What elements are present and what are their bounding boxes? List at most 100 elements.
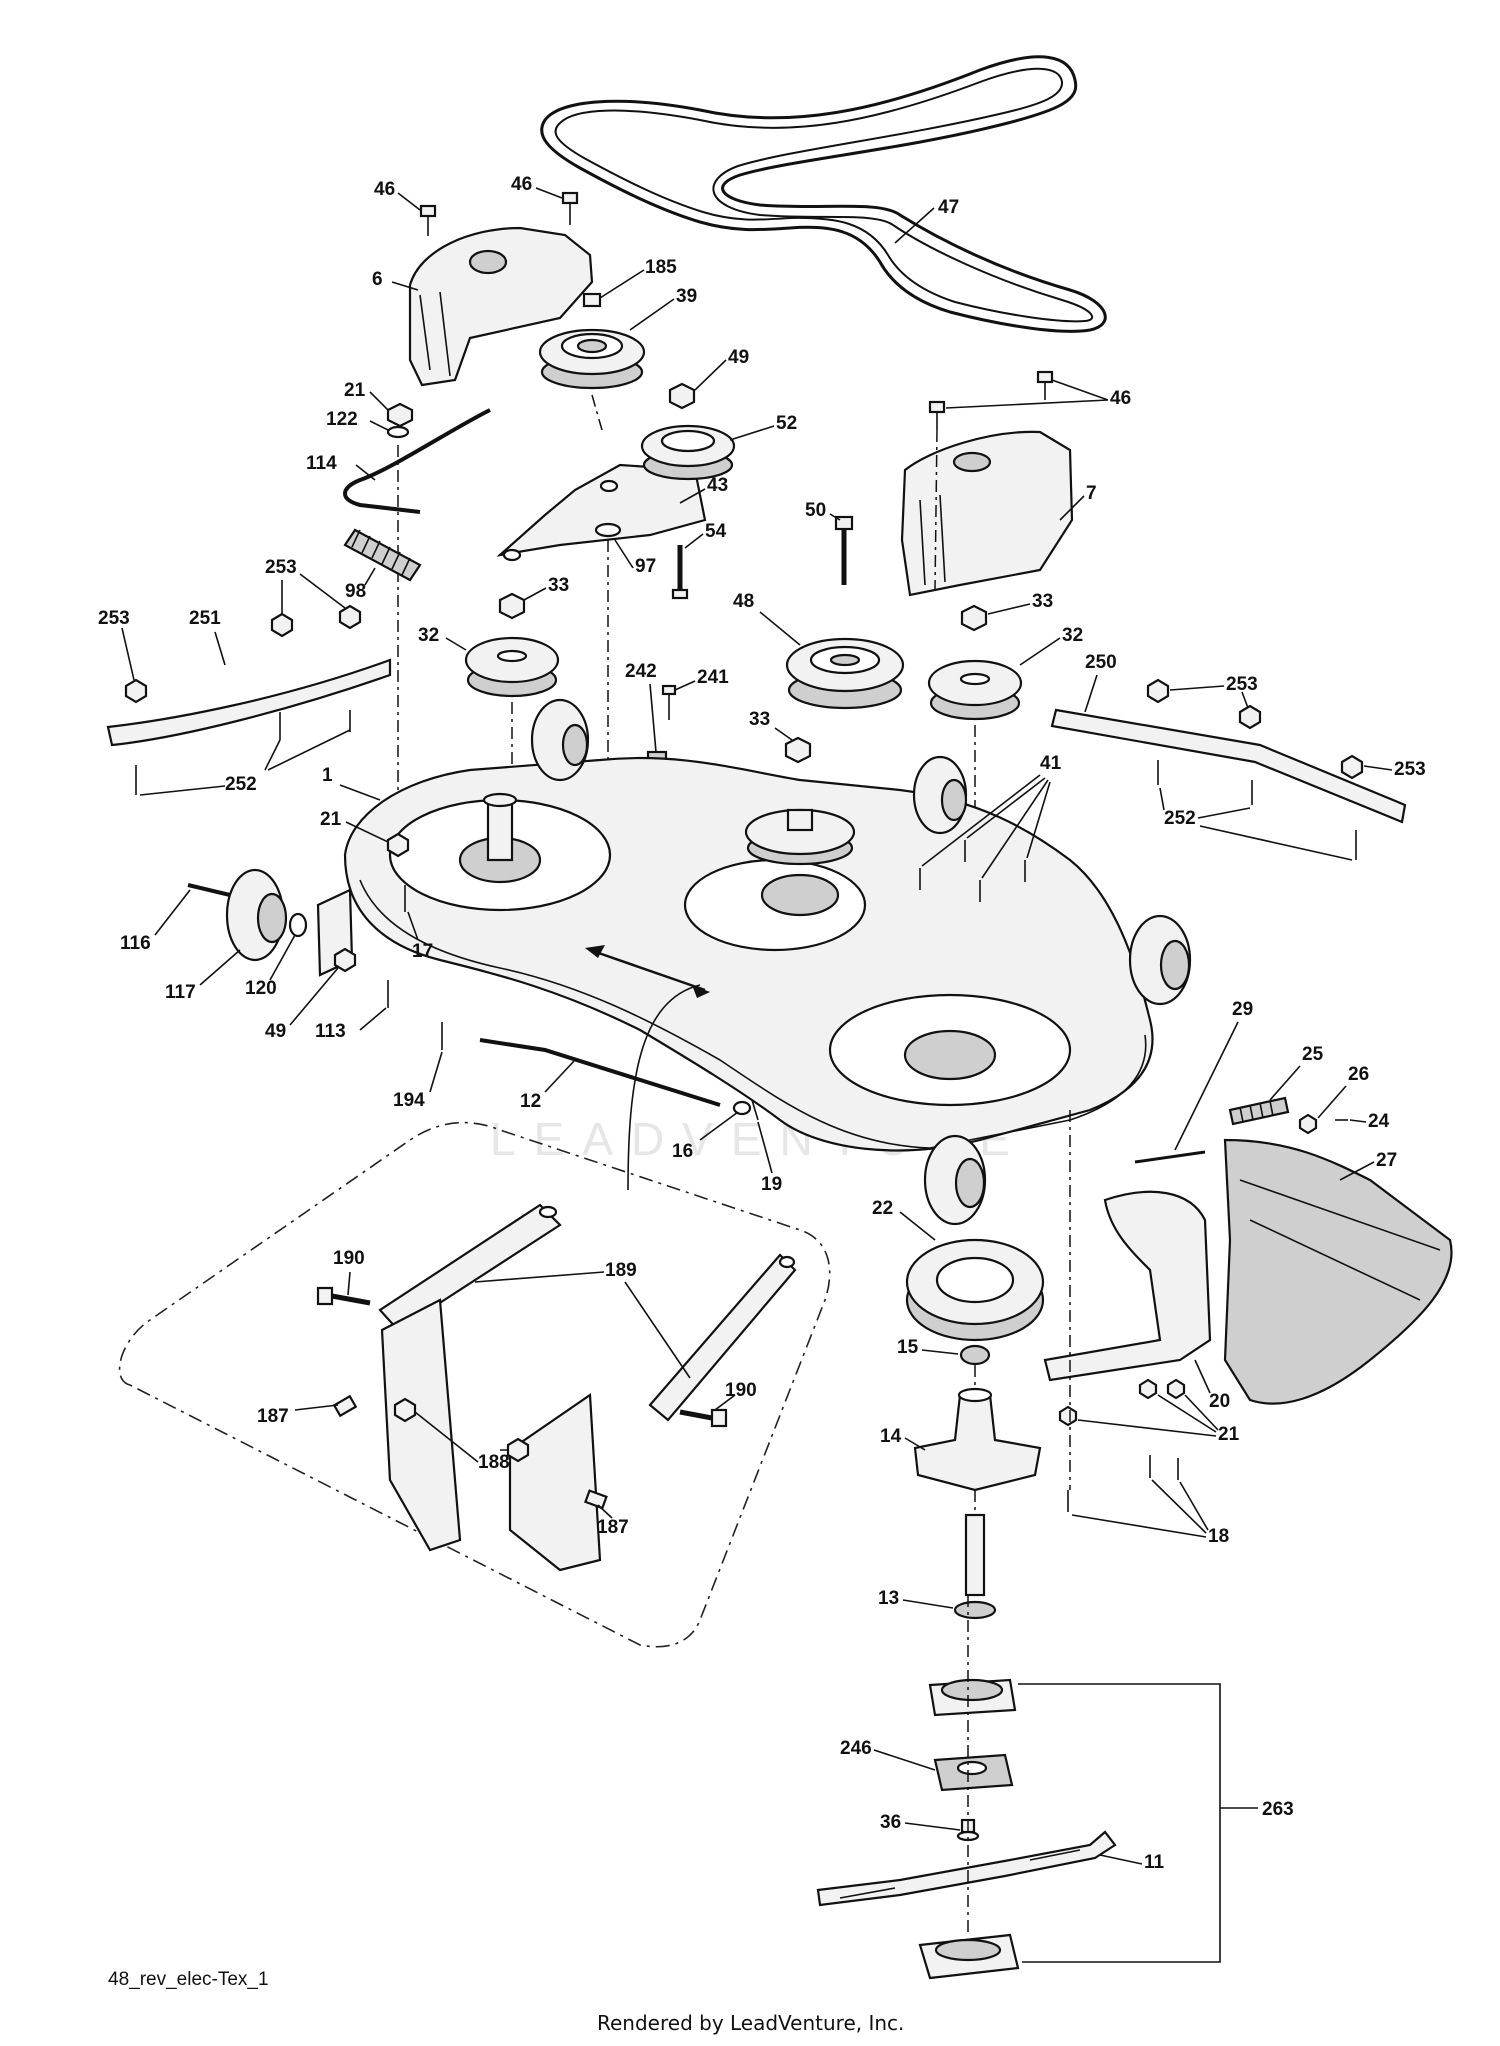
bolt-50[interactable]	[834, 515, 854, 585]
label-116: 116	[120, 933, 151, 954]
spindle-plate-22[interactable]	[905, 1238, 1045, 1342]
washer-97[interactable]	[594, 522, 622, 538]
clip-19[interactable]	[751, 1099, 759, 1121]
nut-49-lower[interactable]	[333, 947, 357, 973]
label-242: 242	[625, 661, 657, 682]
label-1: 1	[322, 765, 333, 786]
bolt-116[interactable]	[187, 883, 231, 897]
label-21-deck: 21	[320, 809, 342, 830]
gauge-wheel-117[interactable]	[225, 868, 288, 962]
nut-33-right[interactable]	[960, 604, 988, 632]
bolt-190-left[interactable]	[316, 1286, 371, 1306]
label-54: 54	[705, 521, 727, 542]
bolt-252-right[interactable]	[1157, 760, 1357, 860]
nut-33-center[interactable]	[784, 736, 812, 764]
deflector-arm-189-right[interactable]	[648, 1253, 797, 1422]
lift-rod-12[interactable]	[479, 1038, 721, 1107]
deck-spindle-left[interactable]	[482, 792, 518, 862]
nut-26[interactable]	[1298, 1113, 1318, 1135]
deck-wheel-front-center[interactable]	[923, 1134, 987, 1226]
label-250: 250	[1085, 652, 1117, 673]
pulley-32-left[interactable]	[464, 636, 560, 698]
nut-21-upper[interactable]	[386, 402, 414, 428]
idler-pulley-48[interactable]	[785, 637, 905, 710]
baffle-arm-250[interactable]	[1050, 708, 1407, 824]
deck-wheel-rear-right[interactable]	[912, 755, 968, 835]
label-253-left-b: 253	[265, 557, 297, 578]
bolts-41[interactable]	[919, 840, 1026, 902]
spindle-shaft[interactable]	[964, 1513, 986, 1597]
label-7: 7	[1086, 483, 1097, 504]
bolt-46-right-b[interactable]	[1036, 370, 1054, 400]
label-122: 122	[326, 409, 358, 430]
label-13: 13	[878, 1588, 899, 1609]
drive-belt[interactable]	[540, 55, 1107, 333]
nut-253-left-b[interactable]	[270, 612, 294, 638]
nut-188[interactable]	[393, 1397, 530, 1463]
bolt-241[interactable]	[661, 684, 677, 720]
discharge-chute-27[interactable]	[1223, 1138, 1453, 1405]
baffle-arm-251[interactable]	[106, 658, 392, 747]
label-41: 41	[1040, 753, 1062, 774]
nut-21-deck[interactable]	[386, 832, 410, 858]
washer-16[interactable]	[732, 1100, 752, 1116]
bolt-46-center[interactable]	[561, 191, 579, 225]
bushing-187-left[interactable]	[332, 1394, 358, 1418]
idler-pulley-39[interactable]	[538, 328, 646, 390]
callout-263-bracket	[1018, 1683, 1258, 1963]
left-belt-cover[interactable]	[408, 226, 594, 387]
bushing-120[interactable]	[288, 912, 308, 938]
bolt-46-left[interactable]	[419, 204, 437, 236]
label-251: 251	[189, 608, 221, 629]
nuts-21-chute[interactable]	[1058, 1378, 1186, 1427]
label-253-right-b: 253	[1394, 759, 1426, 780]
label-11: 11	[1144, 1852, 1165, 1873]
washer-13[interactable]	[953, 1600, 997, 1620]
deck-pulley-center[interactable]	[744, 808, 856, 866]
blade-adapter-246[interactable]	[933, 1753, 1014, 1792]
mower-deck-housing[interactable]	[343, 756, 1154, 1152]
blade-adapter-top[interactable]	[928, 1678, 1017, 1717]
right-belt-cover[interactable]	[900, 430, 1074, 597]
spindle-housing-14[interactable]	[913, 1387, 1042, 1492]
nut-49-upper[interactable]	[668, 382, 696, 410]
label-15: 15	[897, 1337, 919, 1358]
chute-mount-20[interactable]	[1043, 1190, 1212, 1382]
deflector-chute-left[interactable]	[380, 1298, 462, 1552]
bolt-185[interactable]	[582, 292, 602, 308]
bolt-252-left[interactable]	[135, 710, 351, 795]
spring-25[interactable]	[1228, 1096, 1290, 1126]
label-43: 43	[707, 475, 728, 496]
bolts-18[interactable]	[1067, 1455, 1179, 1512]
nut-253-left-c[interactable]	[338, 604, 362, 630]
blade-11[interactable]	[816, 1830, 1117, 1907]
deck-wheel-rear-left[interactable]	[530, 698, 590, 782]
bearing-15[interactable]	[959, 1344, 991, 1366]
bolt-54[interactable]	[671, 545, 689, 600]
idler-arm-114[interactable]	[343, 408, 491, 514]
label-27: 27	[1376, 1150, 1397, 1171]
blade-adapter-bottom[interactable]	[918, 1933, 1020, 1980]
label-33-left: 33	[548, 575, 569, 596]
label-39: 39	[676, 286, 697, 307]
nut-253-right-b[interactable]	[1238, 704, 1262, 730]
deck-wheel-front-right[interactable]	[1128, 914, 1192, 1006]
pivot-rod-29[interactable]	[1134, 1150, 1206, 1164]
nut-253-right-c[interactable]	[1340, 754, 1364, 780]
pulley-32-right[interactable]	[927, 659, 1023, 721]
bushing-187-right[interactable]	[584, 1489, 608, 1510]
bolt-190-right[interactable]	[679, 1408, 728, 1428]
label-18: 18	[1208, 1526, 1229, 1547]
deflector-arm-189-left[interactable]	[378, 1203, 562, 1332]
nut-33-left[interactable]	[498, 592, 526, 620]
label-263: 263	[1262, 1799, 1294, 1820]
nut-253-right-a[interactable]	[1146, 678, 1170, 704]
pulley-52[interactable]	[640, 424, 736, 481]
deflector-chute-right[interactable]	[508, 1392, 602, 1572]
bolt-46-right-a[interactable]	[928, 400, 946, 430]
washer-122[interactable]	[386, 425, 410, 439]
detail-box	[118, 1121, 831, 1648]
spring-98[interactable]	[343, 528, 422, 582]
nut-253-left-a[interactable]	[124, 678, 148, 704]
